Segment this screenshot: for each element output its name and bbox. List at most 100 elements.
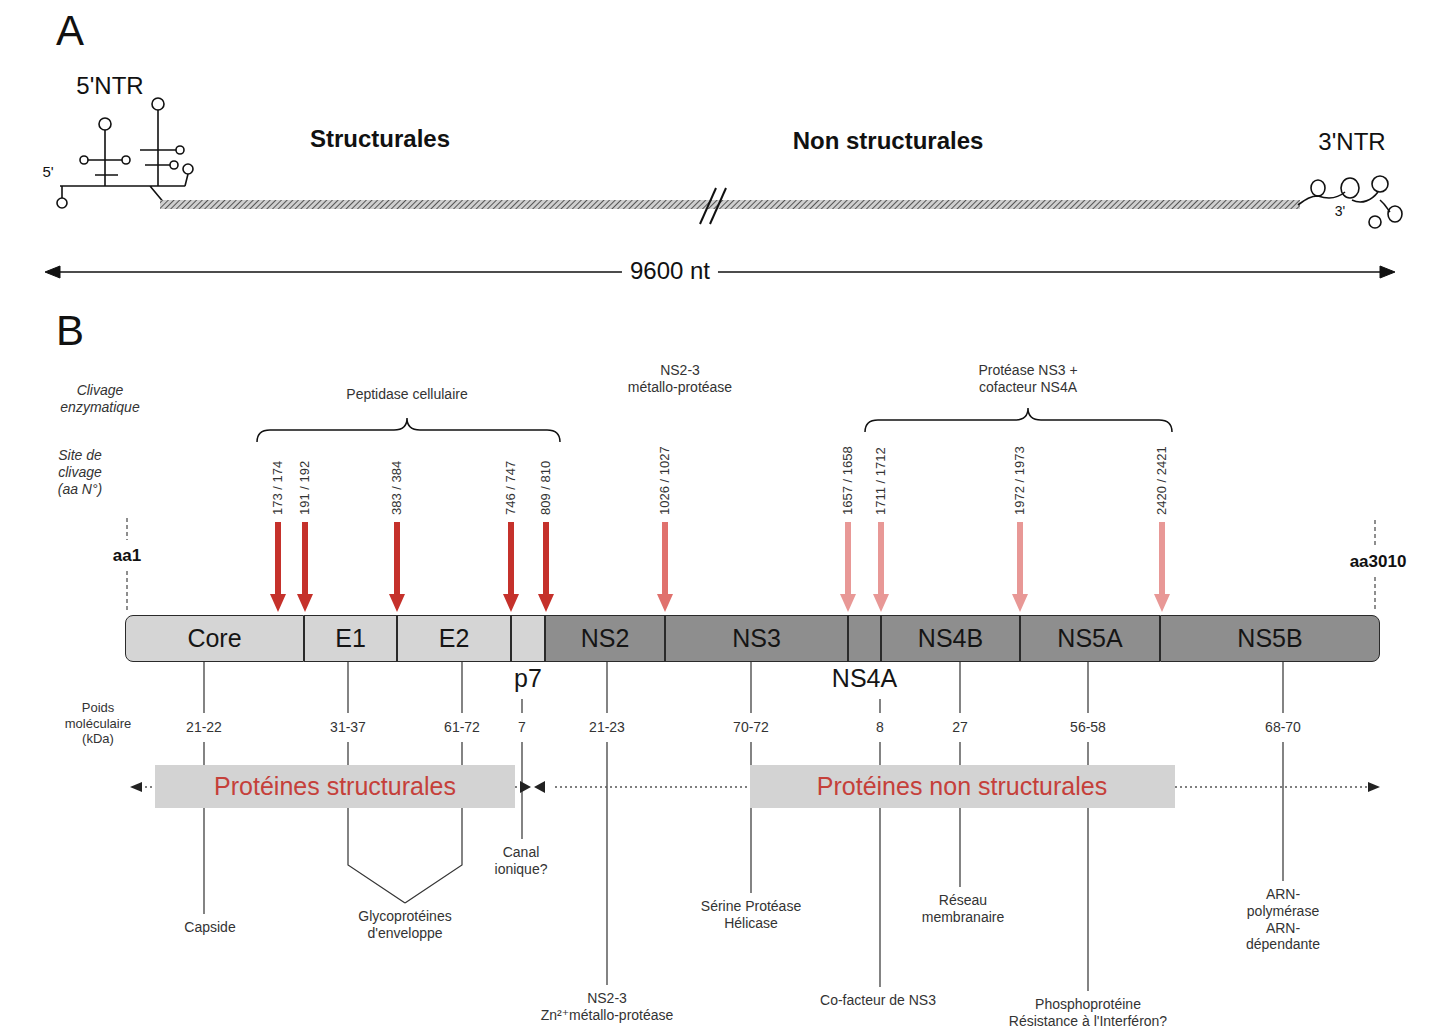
- protein-segment: E1: [304, 615, 397, 662]
- arrow-head: [520, 781, 531, 793]
- cleavage-site: 1026 / 1027: [657, 446, 673, 515]
- loop: [99, 118, 111, 130]
- cleavage-arrow: [840, 522, 856, 612]
- segment-name: NS2: [581, 624, 630, 653]
- cleavage-arrow: [270, 522, 286, 612]
- leader-lines: [204, 662, 1283, 991]
- cleavage-site: 1657 / 1658: [840, 446, 856, 515]
- cleavage-arrow: [657, 522, 673, 612]
- tick-line: [1374, 520, 1375, 546]
- protein-segment: p7: [511, 615, 545, 662]
- leader-line: [606, 662, 607, 985]
- curly-bracket: [257, 418, 560, 442]
- protein-segment: Core: [125, 615, 304, 662]
- region-label: 3'NTR: [1318, 128, 1385, 157]
- molecular-weight: 68-70: [1265, 719, 1301, 736]
- molecular-weight: 56-58: [1070, 719, 1106, 736]
- leader-line: [1282, 662, 1283, 881]
- function-label: Glycoprotéines d'enveloppe: [358, 908, 451, 942]
- break-mark: [700, 188, 726, 224]
- arrow-head: [45, 266, 60, 278]
- function-label: Phosphoprotéine Résistance à l'Interféro…: [1009, 996, 1167, 1030]
- segment-name: NS3: [732, 624, 781, 653]
- arrow-head: [534, 781, 545, 793]
- loop: [1341, 178, 1359, 198]
- band-title: Protéines non structurales: [817, 772, 1107, 801]
- protein-segment: NS5B: [1160, 615, 1380, 662]
- segment-name: NS4B: [918, 624, 983, 653]
- cleavage-site: 383 / 384: [389, 461, 405, 515]
- loop: [183, 164, 193, 174]
- bracket: [257, 408, 1172, 442]
- segment-name: NS5B: [1237, 624, 1302, 653]
- arrow-head: [1368, 782, 1380, 792]
- row-heading: Poids moléculaire (kDa): [65, 700, 131, 747]
- leader-line: [879, 699, 880, 987]
- loop: [176, 146, 184, 154]
- segment-name: NS5A: [1057, 624, 1122, 653]
- position-label: aa1: [113, 546, 141, 566]
- five-prime-structure: [57, 98, 193, 208]
- category-band: Protéines non structurales: [750, 765, 1175, 808]
- function-label: Canal ionique?: [495, 844, 548, 878]
- function-label: Réseau membranaire: [922, 892, 1004, 926]
- loop: [152, 98, 164, 110]
- cleavage-site: 809 / 810: [538, 461, 554, 515]
- protein-segment: NS2: [545, 615, 665, 662]
- molecular-weight: 61-72: [444, 719, 480, 736]
- end-tick: [127, 518, 1375, 612]
- cleavage-arrow: [1154, 522, 1170, 612]
- loop: [80, 156, 88, 164]
- protein-segment: NS4B: [881, 615, 1020, 662]
- enzyme-label: Peptidase cellulaire: [346, 386, 467, 403]
- break-slash: [710, 188, 726, 224]
- loop: [1311, 180, 1325, 196]
- cleavage-arrow: [1012, 522, 1028, 612]
- panel-letter: B: [56, 306, 84, 356]
- molecular-weight: 21-22: [186, 719, 222, 736]
- segment-name: E1: [335, 624, 366, 653]
- cleavage-site: 2420 / 2421: [1154, 446, 1170, 515]
- molecular-weight: 21-23: [589, 719, 625, 736]
- protein-segment: NS3: [665, 615, 848, 662]
- loop: [57, 198, 67, 208]
- protein-segment: NS5A: [1020, 615, 1160, 662]
- arrow-line: [55, 271, 1385, 273]
- molecular-weight: 31-37: [330, 719, 366, 736]
- cleavage-arrow: [297, 522, 313, 612]
- molecular-weight: 8: [876, 719, 884, 736]
- panel-letter: A: [56, 6, 84, 56]
- end-label: 3': [1335, 203, 1345, 220]
- protein-segment: E2: [397, 615, 511, 662]
- cleavage-arrow: [873, 522, 889, 612]
- position-label: aa3010: [1350, 552, 1407, 572]
- molecular-weight: 27: [952, 719, 968, 736]
- stem-line: [60, 110, 188, 204]
- loop: [122, 156, 130, 164]
- cleavage-arrow: [503, 522, 519, 612]
- region-label: Structurales: [310, 125, 450, 154]
- molecular-weight: 7: [518, 719, 526, 736]
- tick-line: [1374, 577, 1375, 612]
- length-label: 9600 nt: [622, 257, 718, 286]
- function-label: Sérine Protéase Hélicase: [701, 898, 801, 932]
- loop: [1369, 216, 1381, 228]
- category-band: Protéines structurales: [155, 765, 515, 808]
- arrow-head: [130, 782, 142, 792]
- enzyme-label: Protéase NS3 + cofacteur NS4A: [978, 362, 1077, 396]
- region-label: 5'NTR: [76, 72, 143, 101]
- curly-bracket: [865, 408, 1172, 432]
- loop: [1388, 206, 1402, 222]
- segment-name: E2: [439, 624, 470, 653]
- cleavage-arrows: [270, 522, 1170, 612]
- band-title: Protéines structurales: [214, 772, 456, 801]
- loop: [170, 161, 178, 169]
- segment-name: NS4A: [832, 664, 897, 693]
- function-label: NS2-3 Zn²⁺métallo-protéase: [541, 990, 674, 1024]
- cleavage-site: 746 / 747: [503, 461, 519, 515]
- arrow-head: [1380, 266, 1395, 278]
- row-heading: Site de clivage (aa N°): [58, 447, 103, 497]
- protein-segment: NS4A: [848, 615, 881, 662]
